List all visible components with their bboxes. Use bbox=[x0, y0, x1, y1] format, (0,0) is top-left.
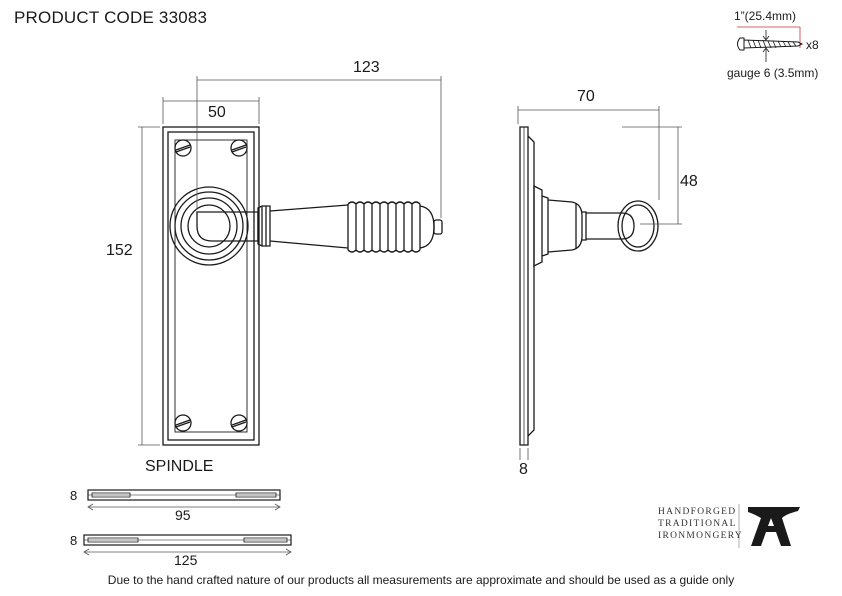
spindle-heading: SPINDLE bbox=[145, 458, 214, 475]
dimension-overall-length: 123 bbox=[353, 59, 380, 76]
brand-line: HANDFORGED bbox=[658, 507, 737, 517]
spindle-long bbox=[83, 534, 292, 546]
dimension-plate-height: 152 bbox=[106, 242, 133, 259]
front-view-backplate bbox=[162, 126, 260, 446]
brand-text: HANDFORGED TRADITIONAL IRONMONGERY bbox=[658, 506, 743, 542]
dimension-lines-front bbox=[138, 76, 442, 446]
lever-rose bbox=[169, 186, 249, 266]
spindle-long-section: 8 bbox=[70, 533, 78, 548]
dimension-plate-width: 50 bbox=[208, 104, 226, 121]
spindle-short bbox=[87, 489, 281, 501]
spindle-short-length: 95 bbox=[175, 507, 191, 523]
dimension-projection: 70 bbox=[577, 88, 595, 105]
spindle-short-dimension bbox=[87, 503, 281, 511]
brand-line: IRONMONGERY bbox=[658, 531, 744, 541]
spindle-short-section: 8 bbox=[70, 488, 78, 503]
screw-hole-icon bbox=[230, 139, 248, 157]
screw-hole-icon bbox=[174, 139, 192, 157]
dimension-lever-height: 48 bbox=[680, 173, 698, 190]
brand-line: TRADITIONAL bbox=[658, 519, 737, 529]
dimension-lines-side bbox=[517, 106, 682, 460]
product-code-title: PRODUCT CODE 33083 bbox=[14, 8, 208, 27]
screw-hole-icon bbox=[230, 414, 248, 432]
spindle-long-length: 125 bbox=[174, 552, 198, 568]
anvil-a-icon bbox=[748, 507, 800, 546]
screw-quantity-label: x8 bbox=[806, 38, 819, 52]
screw-hole-icon bbox=[174, 414, 192, 432]
side-view bbox=[519, 126, 659, 446]
dimension-plate-thickness: 8 bbox=[519, 461, 528, 478]
screw-icon bbox=[737, 26, 804, 62]
spindle-long-dimension bbox=[83, 548, 292, 556]
screw-length-label: 1”(25.4mm) bbox=[734, 9, 797, 23]
screw-gauge-label: gauge 6 (3.5mm) bbox=[727, 66, 819, 80]
lever-handle bbox=[196, 201, 443, 253]
disclaimer-text: Due to the hand crafted nature of our pr… bbox=[107, 573, 735, 587]
